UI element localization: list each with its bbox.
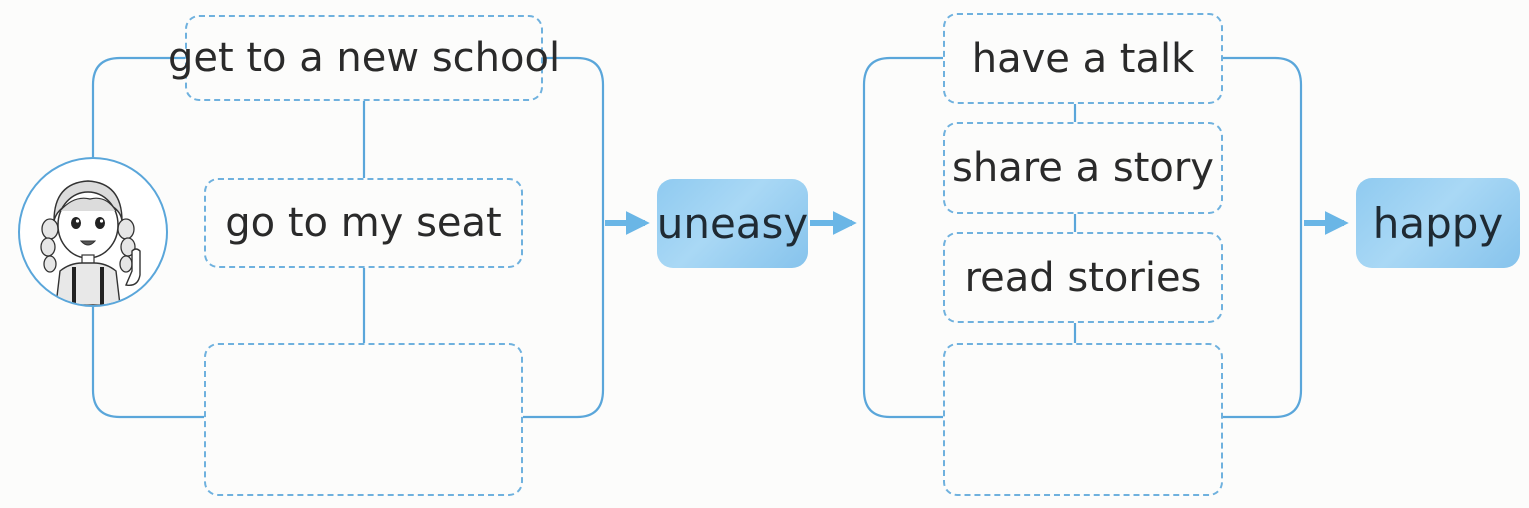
left-step-1: get to a new school bbox=[168, 15, 560, 101]
right-step-3: read stories bbox=[943, 232, 1223, 323]
right-step-3-label: read stories bbox=[964, 254, 1202, 301]
left-step-2-label: go to my seat bbox=[225, 200, 502, 246]
right-bracket bbox=[862, 56, 943, 419]
left-bracket-bottom bbox=[91, 307, 204, 419]
student-avatar bbox=[18, 157, 168, 307]
feeling-uneasy: uneasy bbox=[657, 179, 808, 268]
girl-with-braids-icon bbox=[40, 180, 141, 305]
feeling-happy: happy bbox=[1356, 178, 1520, 268]
left-step-2: go to my seat bbox=[204, 178, 523, 268]
right-step-2: share a story bbox=[943, 122, 1223, 214]
left-outer-bracket bbox=[523, 56, 605, 419]
right-step-4-blank[interactable] bbox=[943, 343, 1223, 496]
right-step-2-label: share a story bbox=[952, 145, 1214, 191]
feeling-happy-label: happy bbox=[1372, 198, 1504, 248]
right-step-1: have a talk bbox=[943, 13, 1223, 104]
right-step-1-label: have a talk bbox=[971, 35, 1195, 82]
feeling-uneasy-label: uneasy bbox=[656, 199, 809, 248]
right-outer-bracket bbox=[1223, 56, 1303, 419]
left-step-1-label: get to a new school bbox=[167, 35, 561, 81]
left-bracket-top bbox=[91, 56, 185, 157]
left-step-3-blank[interactable] bbox=[204, 343, 523, 496]
